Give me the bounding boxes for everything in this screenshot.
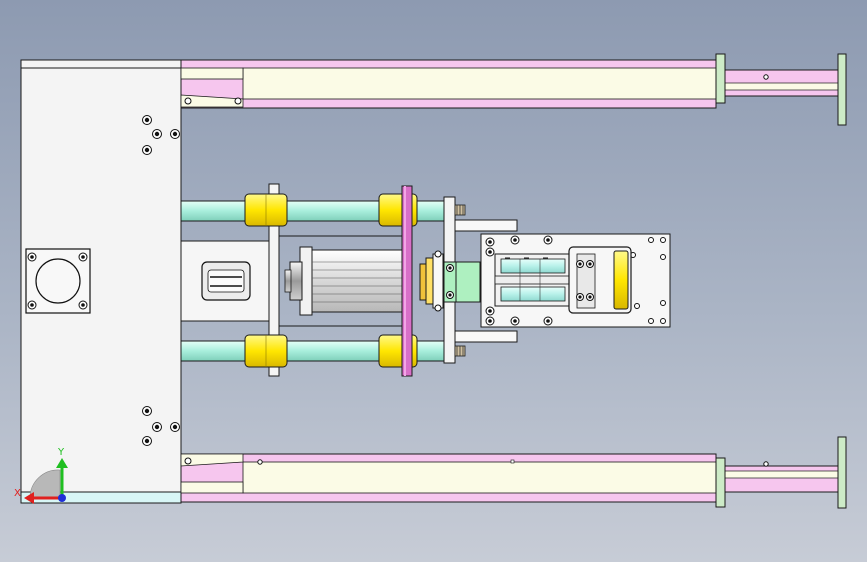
hole-icon: [485, 237, 495, 247]
bottom-rail-slot-1: [180, 481, 244, 494]
hole-icon: [510, 316, 520, 326]
hole-icon: [543, 235, 553, 245]
coupling-block[interactable]: [443, 261, 481, 303]
pneumatic-cylinder[interactable]: [494, 253, 578, 307]
mid-plate[interactable]: [401, 185, 413, 377]
gripper-finger: [613, 250, 629, 310]
hole-icon: [543, 316, 553, 326]
hole-icon: [142, 406, 152, 416]
bushing-left-lower[interactable]: [244, 334, 288, 368]
axis-x-arrow-icon: [24, 492, 62, 504]
hole-icon: [142, 115, 152, 125]
hole-icon: [142, 145, 152, 155]
top-rail-cap-far: [837, 53, 847, 126]
base-holes-upper: [142, 115, 180, 155]
hole-icon: [485, 306, 495, 316]
hole-icon: [170, 422, 180, 432]
bottom-rail-assembly[interactable]: [180, 436, 847, 509]
gripper-arm-lower[interactable]: [454, 330, 518, 343]
bottom-rail-extension: [722, 465, 839, 493]
top-rail-taper: [180, 94, 244, 108]
top-rail-cap-near: [715, 53, 726, 104]
hole-icon: [142, 436, 152, 446]
gripper-arm-upper[interactable]: [454, 219, 518, 232]
axis-y-label: Y: [57, 447, 65, 458]
hole-icon: [576, 260, 584, 268]
axis-triad: Y X: [14, 447, 68, 504]
motor-assembly[interactable]: [284, 246, 403, 316]
axis-z-origin-icon: [58, 494, 66, 502]
base-holes-lower: [142, 406, 180, 446]
hole-icon: [485, 247, 495, 257]
axis-y-arrow-icon: [56, 458, 68, 498]
top-rail-assembly[interactable]: [180, 53, 847, 126]
hole-icon: [510, 235, 520, 245]
bushing-left-upper[interactable]: [244, 193, 288, 227]
axis-x-label: X: [14, 488, 21, 499]
flange-bore: [35, 258, 81, 304]
hole-icon: [485, 316, 495, 326]
top-rail-inner: [242, 67, 717, 100]
hole-icon: [586, 260, 594, 268]
left-bracket-plate[interactable]: [268, 183, 404, 377]
bottom-rail-cap-far: [837, 436, 847, 509]
hole-icon: [586, 293, 594, 301]
top-rail-slot-1: [180, 67, 244, 80]
center-support-block[interactable]: [180, 240, 271, 322]
bottom-rail-taper: [180, 453, 244, 467]
hole-icon: [152, 422, 162, 432]
shaft-coupling[interactable]: [419, 250, 444, 312]
motor-rear-cap: [289, 261, 303, 301]
triad-arc: [29, 469, 61, 499]
hole-icon: [170, 129, 180, 139]
hole-icon: [152, 129, 162, 139]
hole-icon: [576, 293, 584, 301]
motor-body: [311, 249, 403, 313]
gripper-jaw-slide[interactable]: [568, 246, 632, 314]
bottom-rail-cap-near: [715, 457, 726, 508]
bottom-rail-inner: [242, 461, 717, 494]
side-flange[interactable]: [25, 248, 91, 314]
